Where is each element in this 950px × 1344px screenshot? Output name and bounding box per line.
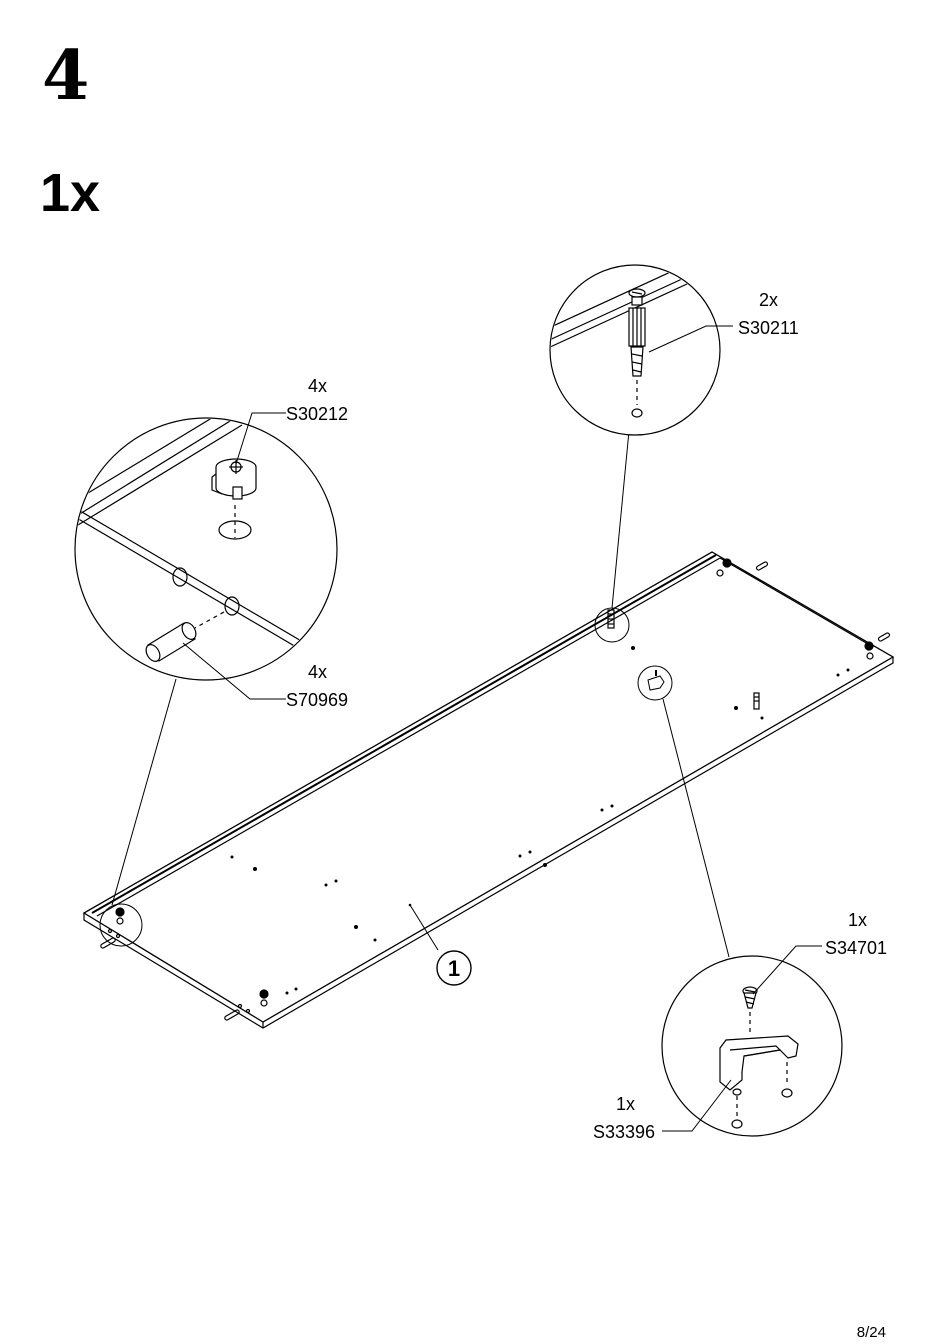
panel-dowels	[100, 561, 891, 1021]
dowel-s70969	[145, 622, 197, 662]
part-number-label: 1	[447, 956, 461, 981]
s30212-qty: 4x	[308, 376, 328, 396]
magnifier-s34701-s33396	[661, 945, 843, 1137]
panel-quantity: 1x	[40, 163, 101, 223]
screw-s34701	[742, 986, 758, 1034]
s30212-code: S30212	[286, 404, 349, 424]
step-number: 4	[42, 36, 90, 116]
s33396-qty: 1x	[616, 1094, 636, 1114]
s33396-code: S33396	[593, 1122, 656, 1142]
s34701-code: S34701	[825, 938, 888, 958]
bolt-marker-top	[607, 609, 615, 629]
page-number: 8/24	[856, 1324, 886, 1341]
panel-cam-locks	[115, 558, 874, 1007]
s70969-qty: 4x	[308, 662, 328, 682]
cam-lock-s30212	[211, 458, 257, 500]
detail-marker-left	[99, 903, 143, 947]
panel-1	[82, 551, 895, 1029]
magnifier-s30211	[549, 264, 733, 436]
panel-bolt	[753, 692, 760, 710]
panel-holes	[230, 646, 850, 995]
s70969-code: S70969	[286, 690, 349, 710]
part-number-circle	[436, 950, 472, 986]
s30211-code: S30211	[738, 318, 799, 338]
magnifier-s30212-s70969	[74, 412, 338, 700]
s30211-qty: 2x	[759, 290, 779, 310]
s34701-qty: 1x	[848, 910, 868, 930]
connector-bolt-s30211	[628, 288, 646, 418]
detail-marker-bracket	[637, 665, 673, 701]
